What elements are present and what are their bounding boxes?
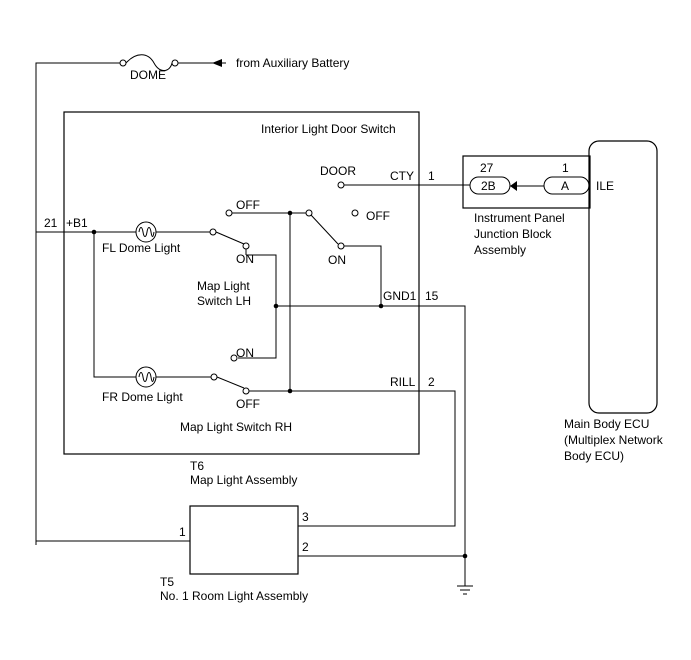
b1-terminal-label: +B1: [66, 216, 88, 230]
main-body-ecu-box: [588, 140, 658, 414]
b1-pin-number: 21: [44, 216, 58, 230]
map-light-switch-lh-label-1: Map Light: [197, 279, 250, 293]
junction-block-label-1: Instrument Panel: [474, 211, 565, 225]
map-light-switch-lh-label-2: Switch LH: [197, 294, 251, 308]
gnd1-pin: 15: [425, 289, 439, 303]
room-light-assembly-label: No. 1 Room Light Assembly: [160, 589, 308, 603]
fr-dome-light-label: FR Dome Light: [102, 390, 183, 404]
junction-pin-1: 1: [562, 161, 569, 175]
ground-icon: [457, 556, 473, 595]
map-light-switch-rh-label: Map Light Switch RH: [180, 420, 292, 434]
connector-2b-label: 2B: [481, 179, 496, 193]
battery-source-label: from Auxiliary Battery: [236, 56, 349, 70]
fr-dome-light-bulb: [135, 366, 157, 388]
dome-fuse: [35, 54, 226, 545]
fuse-label: DOME: [130, 68, 166, 82]
connector-arrow-icon: [510, 181, 517, 191]
rill-pin: 2: [428, 375, 435, 389]
main-body-ecu-label-1: Main Body ECU: [564, 417, 649, 431]
main-body-ecu-label-3: Body ECU): [564, 449, 624, 463]
connector-a-label: A: [561, 179, 569, 193]
map-light-switch-rh: [216, 376, 456, 527]
connector-2b: [469, 176, 511, 195]
main-body-ecu-label-2: (Multiplex Network: [564, 433, 664, 447]
lh-off-label: OFF: [236, 198, 260, 212]
junction-block-label-2: Junction Block: [474, 227, 552, 241]
gnd1-junction: [378, 303, 384, 309]
room-light-assembly-box: [189, 505, 299, 575]
lh-on-label: ON: [236, 252, 254, 266]
rill-label: RILL: [390, 375, 416, 389]
rh-on-label: ON: [236, 346, 254, 360]
t5-pin-3: 3: [302, 510, 309, 524]
junction-block-box: [462, 155, 591, 209]
door-on-label: ON: [328, 253, 346, 267]
t6-connector-id: T6: [190, 459, 204, 473]
map-light-assembly-label: Map Light Assembly: [190, 473, 297, 487]
t5-connector-id: T5: [160, 575, 174, 589]
door-off-label: OFF: [366, 209, 390, 223]
fl-dome-light-bulb: [135, 221, 157, 243]
map-light-assembly-box: [63, 111, 420, 455]
t5-pin-2: 2: [302, 540, 309, 554]
gnd1-label: GND1: [383, 289, 417, 303]
rh-off-label: OFF: [236, 397, 260, 411]
cty-label: CTY: [390, 169, 414, 183]
cty-pin: 1: [428, 169, 435, 183]
door-label: DOOR: [320, 164, 356, 178]
ile-terminal-label: ILE: [596, 179, 614, 193]
junction-block-label-3: Assembly: [474, 243, 526, 257]
interior-light-door-switch-label: Interior Light Door Switch: [261, 122, 396, 136]
door-switch: [290, 181, 382, 306]
t5-pin-1: 1: [179, 525, 186, 539]
junction-pin-27: 27: [480, 161, 494, 175]
fl-dome-light-label: FL Dome Light: [102, 241, 181, 255]
